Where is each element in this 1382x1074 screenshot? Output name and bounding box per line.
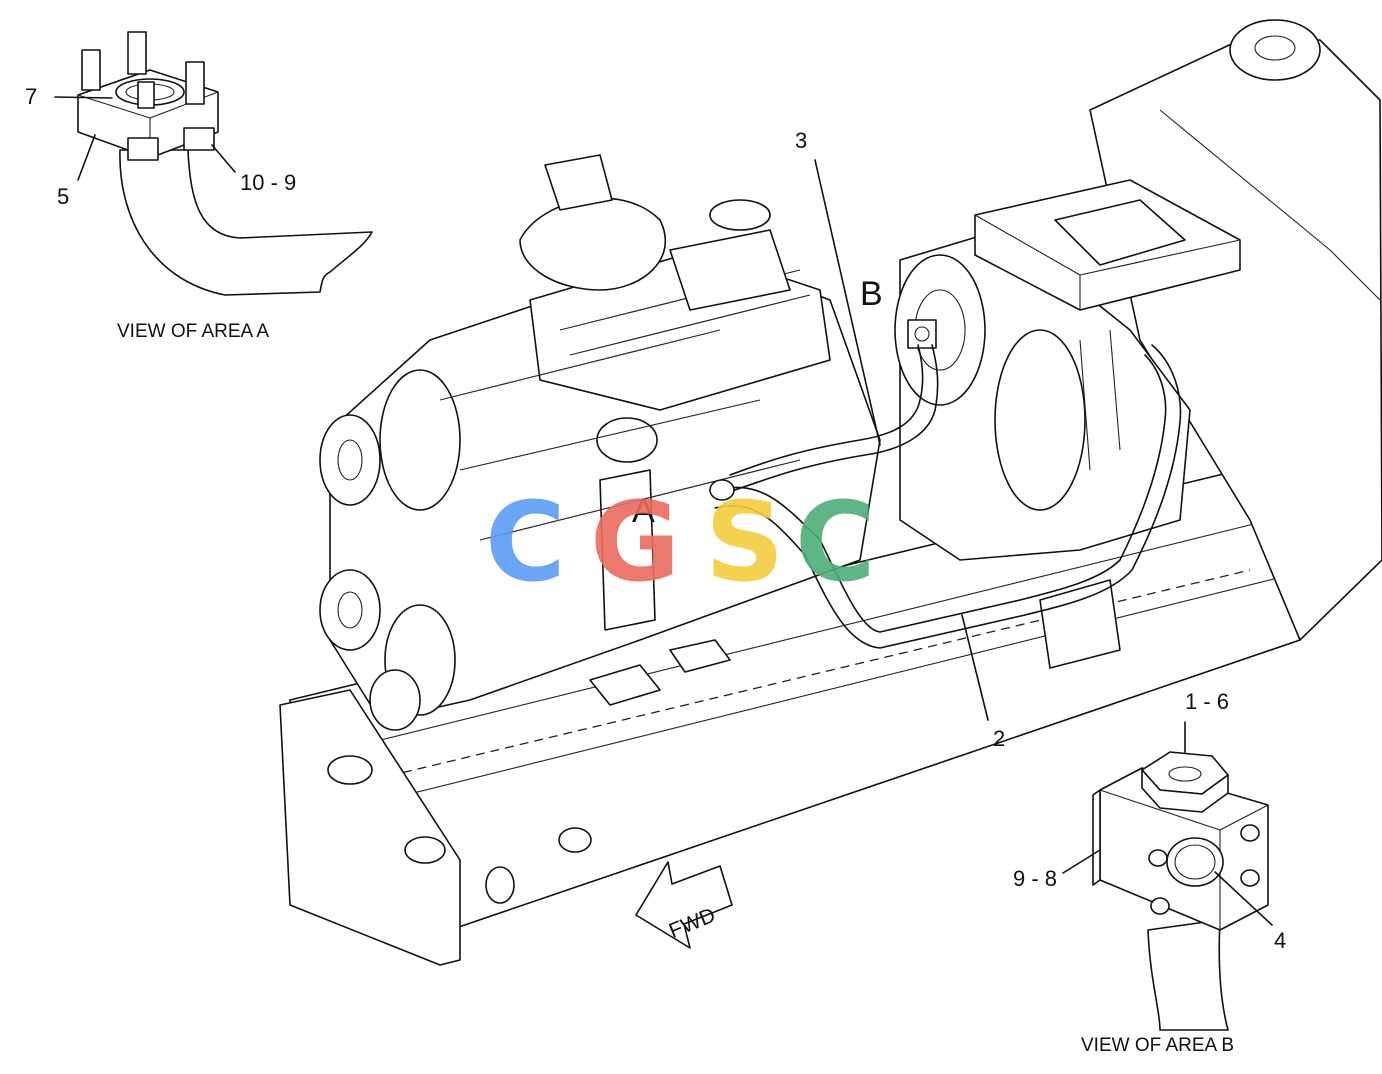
callout-4: 4 xyxy=(1274,928,1286,953)
area-a-label: A xyxy=(632,492,655,530)
callout-10-9: 10 - 9 xyxy=(240,170,296,195)
watermark-logo: C G S C xyxy=(485,478,876,606)
watermark-letter-s: S xyxy=(705,478,784,606)
transmission-housing xyxy=(894,179,1241,561)
captions: VIEW OF AREA A VIEW OF AREA B xyxy=(117,321,1234,1056)
area-b-label: B xyxy=(860,275,883,313)
callout-1-6: 1 - 6 xyxy=(1185,689,1229,714)
callout-7: 7 xyxy=(25,84,37,109)
caption-view-area-a: VIEW OF AREA A xyxy=(117,321,269,342)
callout-2: 2 xyxy=(993,726,1005,751)
detail-view-area-b xyxy=(1062,721,1273,1031)
arrow-left-icon xyxy=(635,861,733,949)
fwd-direction-indicator: FWD xyxy=(635,861,733,949)
hydraulic-line xyxy=(709,344,1182,649)
callout-3: 3 xyxy=(795,128,807,153)
detail-view-area-a xyxy=(54,31,373,296)
callout-9-8: 9 - 8 xyxy=(1013,866,1057,891)
watermark-letter-c2: C xyxy=(795,478,876,606)
caption-view-area-b: VIEW OF AREA B xyxy=(1081,1035,1234,1056)
engine-block xyxy=(319,154,881,731)
watermark-letter-c1: C xyxy=(485,478,566,606)
watermark-letter-g: G xyxy=(590,478,680,606)
main-leaders xyxy=(814,159,989,721)
callout-labels: 7 5 10 - 9 3 B A 2 1 - 6 9 - 8 4 xyxy=(25,84,1286,953)
callout-5: 5 xyxy=(57,184,69,209)
